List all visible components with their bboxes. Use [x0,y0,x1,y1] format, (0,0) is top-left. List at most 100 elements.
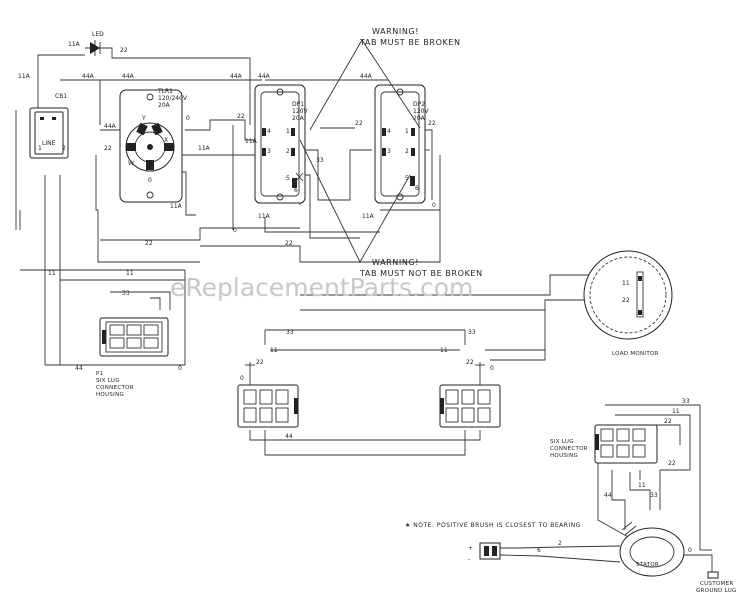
wire-label: 22 [104,145,112,152]
harness-connector-left [237,384,299,428]
pin-labels: 1 2 Y X W 0 1 2 3 4 5 6 1 2 3 4 5 6 [38,115,419,194]
warning-top-text: TAB MUST BE BROKEN [359,38,461,47]
dp2-receptacle [374,84,426,204]
wire-label: 44 [75,365,83,372]
wire-label: 3 [387,148,391,155]
wire-label: 33 [316,157,324,164]
wire-label: Y [141,115,146,122]
wire-label: 2 [62,145,66,152]
wire-label: 1 [38,145,42,152]
wire-label: 22 [120,47,128,54]
wire-label: 1 [405,128,409,135]
harness-connector-right [439,384,501,428]
wire-label: 11A [362,213,375,220]
wire-label: 44A [230,73,243,80]
wire-label: 2 [286,148,290,155]
wire-label: 11 [48,270,56,277]
wire-label: 3 [267,148,271,155]
wire-label: 11 [126,270,134,277]
dp2-label-1: DP2 [413,101,425,108]
six-lug-label-3: HOUSING [550,453,578,459]
dp1-receptacle [254,84,306,204]
warning-bottom-title: WARNING! [372,258,419,267]
wire-label: 0 [148,177,152,184]
six-lug-label-1: SIX LUG [550,439,574,445]
dp2-label-3: 20A [413,115,426,122]
wire-label: 6 [537,547,541,554]
wire-label: 0 [240,375,244,382]
brush-plus: + [468,545,473,552]
stator-label: STATOR [636,562,659,568]
wire-label: 0 [186,115,190,122]
wire-label: 2 [558,540,562,547]
p1-label-1: P1 [96,371,103,377]
wire-label: 22 [256,359,264,366]
load-monitor-label: LOAD MONITOR [612,351,659,357]
led-label: LED [92,31,104,38]
wire-label: 22 [355,120,363,127]
wire-label: X [164,137,168,144]
wire-label: 0 [233,227,237,234]
warning-pointers [299,39,421,263]
wire-label: 1 [286,128,290,135]
wire-label: 11A [68,41,81,48]
wire-label: 44A [104,123,117,130]
wire-label: 4 [267,128,271,135]
wire-label: 11 [270,347,278,354]
wire-label: 0 [688,547,692,554]
wire-label: 6 [415,185,419,192]
brush-minus: - [468,556,470,563]
wire-label: 11A [18,73,31,80]
wire-label: 2 [405,148,409,155]
wire-label: 44A [360,73,373,80]
stator [619,521,685,577]
ground-lug [707,571,719,579]
wire-label: 44A [258,73,271,80]
wire-label: 22 [237,113,245,120]
wire-label: 33 [650,492,658,499]
wire-label: 22 [664,418,672,425]
wire-label: 22 [668,460,676,467]
tlr1-label-2: 120/240V [158,95,188,102]
six-lug-label-2: CONNECTOR [550,446,588,452]
circuit-breaker [29,107,69,159]
tlr1-label-1: TLR1 [157,88,173,95]
p1-connector [99,317,169,357]
dp1-label-3: 20A [292,115,305,122]
tlr1-label-3: 20A [158,102,171,109]
wire-label: 5 [286,175,290,182]
wire-label: 22 [428,120,436,127]
wire-labels: 11A 22 11A 44A 44A 44A 44A 44A 44A 22 22… [18,41,692,554]
wire-label: 11 [622,280,630,287]
wire-label: 33 [468,329,476,336]
wire-label: W [128,160,134,167]
wire-label: 11 [638,482,646,489]
load-monitor [583,250,673,340]
wire-label: 11A [245,138,258,145]
wire-label: 11 [672,408,680,415]
wire-label: 22 [145,240,153,247]
warning-bottom-text: TAB MUST NOT BE BROKEN [359,269,483,278]
ground-lug-label-1: CUSTOMER [700,581,734,587]
wire-label: 44 [285,433,293,440]
p1-label-3: CONNECTOR [96,385,134,391]
dp2-label-2: 120V [413,108,429,115]
led [85,40,105,56]
wire-label: 22 [285,240,293,247]
wire-label: 11A [258,213,271,220]
six-lug-connector [594,424,658,464]
wire-label: 0 [432,202,436,209]
wire-label: 0 [490,365,494,372]
wire-label: 5 [405,175,409,182]
wire-label: 44A [82,73,95,80]
ground-lug-label-2: GROUND LUG [696,588,737,594]
wire-label: 44A [122,73,135,80]
p1-label-2: SIX LUG [96,378,120,384]
brush-note: ★ NOTE: POSITIVE BRUSH IS CLOSEST TO BEA… [405,522,581,529]
wire-label: 22 [466,359,474,366]
wire-label: 33 [122,290,130,297]
wire-label: 11 [440,347,448,354]
wire-label: 4 [387,128,391,135]
wire-label: 11A [170,203,183,210]
